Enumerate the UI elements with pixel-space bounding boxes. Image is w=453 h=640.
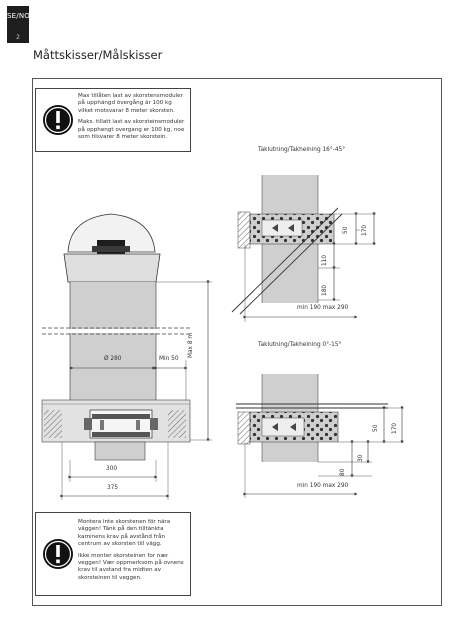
warning-text-swedish: Montera inte skorstenen för nära väggen!… <box>78 519 171 548</box>
dim-180-top: 180 <box>322 284 328 296</box>
page-number: 2 <box>16 34 20 41</box>
dim-width-outer: 375 <box>107 485 119 491</box>
dim-width-inner: 300 <box>106 466 118 472</box>
content-frame <box>32 78 442 606</box>
language-tab: SE/NO 2 <box>7 6 30 43</box>
dim-110-top: 110 <box>322 254 328 266</box>
bottom-right-roof-diagram <box>236 374 404 498</box>
top-right-roof-diagram <box>231 175 376 322</box>
top-warning-box: Max tillåten last av skorstensmoduler på… <box>35 88 191 152</box>
dim-range-top: min 190 max 290 <box>297 305 349 311</box>
dim-50-bottom: 50 <box>373 424 379 432</box>
page-title: Måttskisser/Målskisser <box>33 48 163 62</box>
dim-max-height: Max 8 m <box>188 332 194 358</box>
dim-170-top: 170 <box>362 224 368 236</box>
dim-170-bottom: 170 <box>392 422 398 434</box>
top-roof-caption: Taklutning/Takhelning 16°-45° <box>258 147 346 153</box>
left-chimney-diagram <box>41 213 212 500</box>
exclamation-icon <box>43 105 73 135</box>
dim-50-top: 50 <box>343 226 349 234</box>
bottom-roof-caption: Taklutning/Takhelning 0°-15° <box>258 342 342 348</box>
dim-range-bottom: min 190 max 290 <box>297 483 349 489</box>
dim-diameter: Ø 280 <box>104 356 122 362</box>
language-code: SE/NO <box>7 12 30 20</box>
dim-30-bottom: 30 <box>358 454 364 462</box>
bottom-warning-box: Montera inte skorstenen för nära väggen!… <box>35 512 191 596</box>
warning-text-norwegian: Ikke monter skorsteinen for nær veggen! … <box>78 552 184 581</box>
dim-min-distance: Min 50 <box>159 356 179 362</box>
warning-text-norwegian: Maks. tillatt last av skorsteinsmoduler … <box>78 119 185 141</box>
exclamation-icon <box>43 539 73 569</box>
dim-80-bottom: 80 <box>340 468 346 476</box>
warning-text-swedish: Max tillåten last av skorstensmoduler på… <box>78 93 183 114</box>
